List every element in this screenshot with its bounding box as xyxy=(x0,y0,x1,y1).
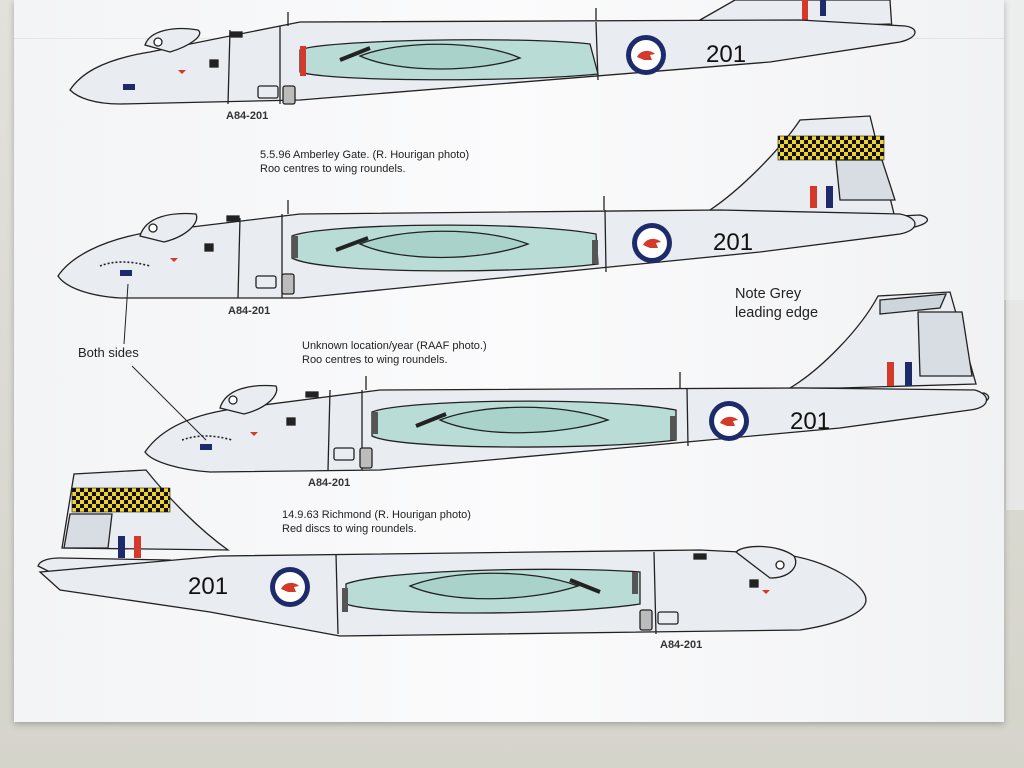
caption-line: Roo centres to wing roundels. xyxy=(260,163,406,175)
adjacent-sheet-edge xyxy=(1005,300,1024,510)
checker-band xyxy=(777,135,885,161)
hatch-2 xyxy=(639,609,653,631)
hatch-2 xyxy=(282,85,296,105)
callout-line: leading edge xyxy=(735,305,819,321)
aircraft-profile-3 xyxy=(144,291,990,473)
canopy xyxy=(219,384,278,415)
callout-both-sides: Both sides xyxy=(78,345,139,360)
code-201: 201 xyxy=(706,41,746,68)
serial-label: A84-201 xyxy=(308,477,350,489)
canopy-window xyxy=(775,560,785,570)
canopy-window xyxy=(228,395,238,405)
fin-flash-red xyxy=(887,362,894,386)
intake-red xyxy=(300,46,306,76)
canopy xyxy=(735,545,797,579)
aircraft-profile-2 xyxy=(57,115,929,299)
caption-profile-2: 5.5.96 Amberley Gate. (R. Hourigan photo… xyxy=(260,148,469,176)
hatch xyxy=(333,447,355,461)
callout-line: Note Grey xyxy=(735,286,802,302)
hatch-2 xyxy=(359,447,373,469)
hatch xyxy=(255,275,277,289)
caption-line: Unknown location/year (RAAF photo.) xyxy=(302,340,487,352)
aircraft-profile-4 xyxy=(37,469,867,637)
serial-label: A84-201 xyxy=(660,639,702,651)
hatch-2 xyxy=(281,273,295,295)
flag-decal xyxy=(123,84,135,90)
callout-grey-leading-edge: Note Grey leading edge xyxy=(735,285,818,323)
flag-decal xyxy=(120,270,132,276)
hatch xyxy=(657,611,679,625)
fin-flash-red xyxy=(802,0,808,20)
callout-leader-line xyxy=(131,365,207,441)
canopy-window xyxy=(153,37,163,47)
fin-flash-red xyxy=(134,536,141,558)
canopy-window xyxy=(148,223,158,233)
aircraft-profile-1 xyxy=(69,0,916,105)
fin-flash-red xyxy=(810,186,817,208)
mission-marks xyxy=(99,261,151,267)
fin-flash-blue xyxy=(118,536,125,558)
code-201: 201 xyxy=(713,229,753,256)
caption-profile-3: Unknown location/year (RAAF photo.) Roo … xyxy=(302,339,487,367)
caption-line: 14.9.63 Richmond (R. Hourigan photo) xyxy=(282,509,471,521)
code-201: 201 xyxy=(188,573,228,600)
canopy xyxy=(139,212,198,243)
caption-line: Roo centres to wing roundels. xyxy=(302,354,448,366)
fin-flash-blue xyxy=(820,0,826,16)
serial-label: A84-201 xyxy=(226,110,268,122)
callout-leader-line xyxy=(123,283,129,345)
flag-decal xyxy=(200,444,212,450)
fin-flash-blue xyxy=(905,362,912,386)
caption-line: Red discs to wing roundels. xyxy=(282,523,417,535)
caption-profile-4: 14.9.63 Richmond (R. Hourigan photo) Red… xyxy=(282,508,471,536)
hatch xyxy=(257,85,279,99)
caption-line: 5.5.96 Amberley Gate. (R. Hourigan photo… xyxy=(260,149,470,161)
code-201: 201 xyxy=(790,408,830,435)
checker-band xyxy=(71,487,171,513)
serial-label: A84-201 xyxy=(228,305,270,317)
fin-flash-blue xyxy=(826,186,833,208)
